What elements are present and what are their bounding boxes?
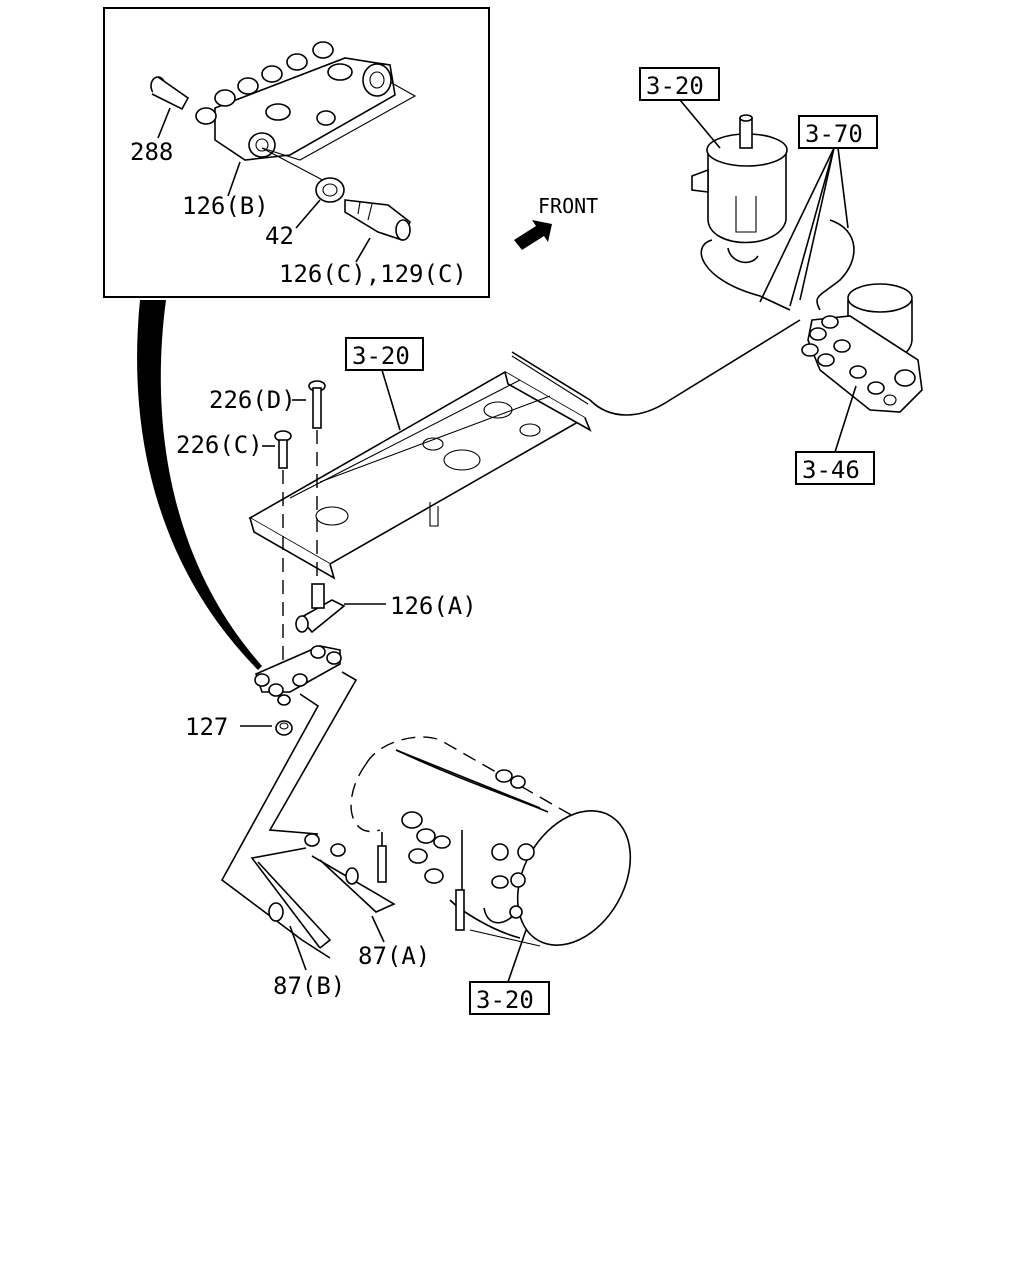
ref-3-20-top: 3-20	[646, 72, 704, 100]
pin-288	[150, 76, 190, 111]
air-tank	[350, 736, 632, 947]
ref-box-3-20-top	[639, 67, 720, 101]
ref-3-20-frame: 3-20	[352, 342, 410, 370]
bolt-226c	[274, 430, 292, 680]
callout-288: 288	[130, 138, 173, 166]
callout-42: 42	[265, 222, 294, 250]
tee-fitting-126a	[295, 583, 346, 634]
ref-box-3-20-frame	[345, 337, 424, 371]
callout-87b: 87(B)	[273, 972, 345, 1000]
detail-inset: 288 126(B) 42 126(C),129(C)	[103, 7, 490, 298]
callout-226d: 226(D)	[209, 386, 296, 414]
callout-126a: 126(A)	[390, 592, 477, 620]
ref-3-20-bottom: 3-20	[476, 986, 534, 1014]
front-direction-arrow: FRONT	[514, 194, 598, 250]
ref-box-3-20-bottom	[469, 981, 550, 1015]
callout-126b: 126(B)	[182, 192, 269, 220]
front-label: FRONT	[538, 194, 598, 218]
callout-126c-129c: 126(C),129(C)	[279, 260, 467, 288]
ref-3-70: 3-70	[805, 120, 863, 148]
connector-126c-129c	[344, 199, 411, 241]
bolt-226d	[308, 380, 326, 580]
callout-127: 127	[185, 713, 228, 741]
nut-127	[275, 720, 293, 736]
frame-crossmember	[248, 371, 592, 580]
washer-42	[315, 177, 345, 203]
callout-87a: 87(A)	[358, 942, 430, 970]
detail-pointer	[137, 300, 262, 670]
protection-valve-assembly	[801, 283, 923, 413]
air-dryer-canister	[691, 114, 791, 311]
ref-3-46: 3-46	[802, 456, 860, 484]
lower-manifold	[254, 645, 342, 706]
pipe-87b	[220, 693, 359, 959]
manifold-block-126b	[195, 41, 396, 161]
callout-226c: 226(C)	[176, 431, 263, 459]
